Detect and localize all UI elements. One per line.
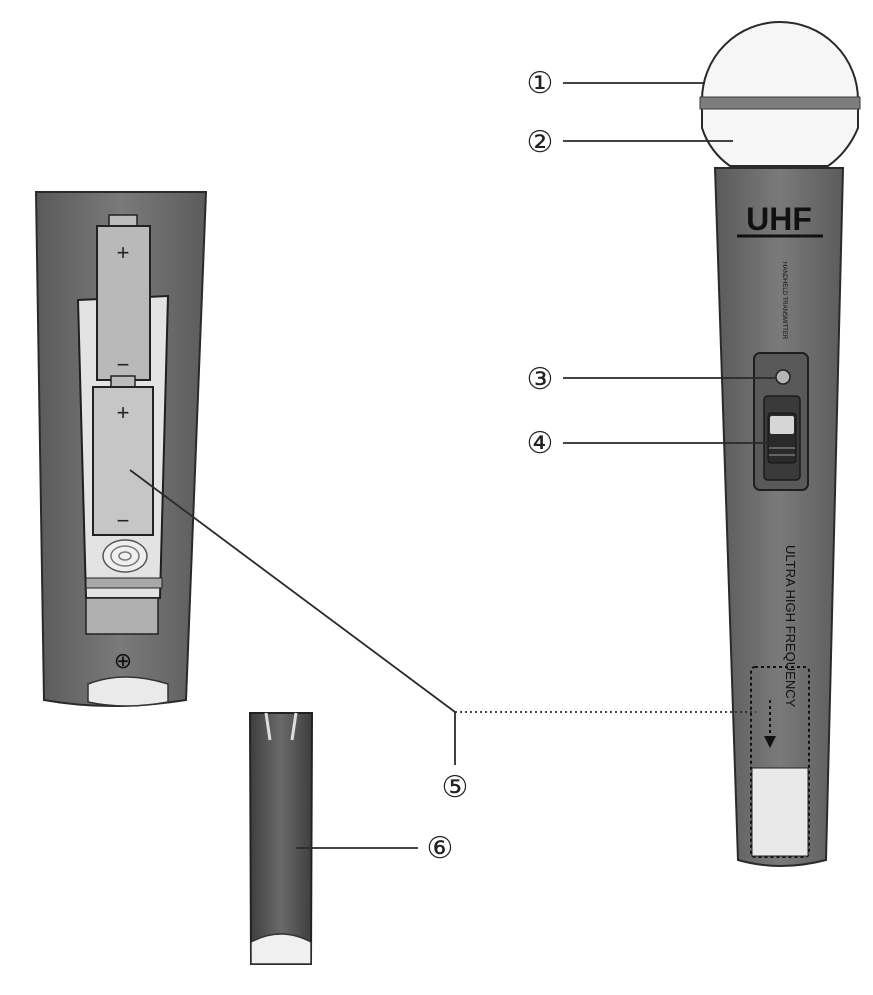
callout-4: ④ [527, 427, 554, 460]
leader-lines [129, 82, 775, 849]
switch-highlight [770, 416, 794, 434]
slide-arrow-head [764, 736, 776, 748]
compartment-ledge [85, 577, 163, 589]
small-side-text: HANDHELD TRANSMITTER [781, 262, 787, 340]
callout-3: ③ [527, 363, 554, 396]
callout-6: ⑥ [427, 832, 454, 865]
battery-upper [96, 225, 151, 381]
minus-sign: − [117, 508, 130, 533]
grille-ring [699, 96, 861, 110]
frequency-label: ULTRA HIGH FREQUENCY [783, 545, 798, 708]
battery-cover-window [751, 767, 809, 857]
plus-sign: + [117, 240, 130, 265]
battery-spring [110, 545, 140, 567]
screw-icon: ⊕ [114, 649, 132, 674]
mic-handle [713, 167, 845, 867]
cover-slot [290, 712, 298, 741]
label-slot [85, 597, 159, 635]
battery-cover [248, 712, 314, 965]
brand-label: UHF [746, 201, 812, 237]
battery-spring [118, 551, 132, 561]
callout-2: ② [527, 126, 554, 159]
mic-grille [701, 21, 859, 167]
power-indicator-led [775, 369, 791, 385]
battery-cover-outline [750, 666, 810, 858]
cover-body [248, 712, 314, 965]
minus-sign: − [117, 352, 130, 377]
transmitter-back: + − + − ⊕ [34, 191, 208, 707]
battery-spring [102, 539, 148, 573]
callouts: ① ② ③ ④ ⑤ ⑥ [427, 67, 554, 865]
cover-end [250, 933, 312, 965]
callout-5: ⑤ [442, 771, 469, 804]
leader-line-5b [129, 469, 456, 713]
callout-1: ① [527, 67, 554, 100]
plus-sign: + [117, 400, 130, 425]
cover-slot [264, 712, 272, 741]
battery-lower [92, 386, 154, 536]
bottom-cap [87, 676, 169, 707]
microphone-front: UHF HANDHELD TRANSMITTER ULTRA HIGH FREQ… [699, 21, 861, 867]
